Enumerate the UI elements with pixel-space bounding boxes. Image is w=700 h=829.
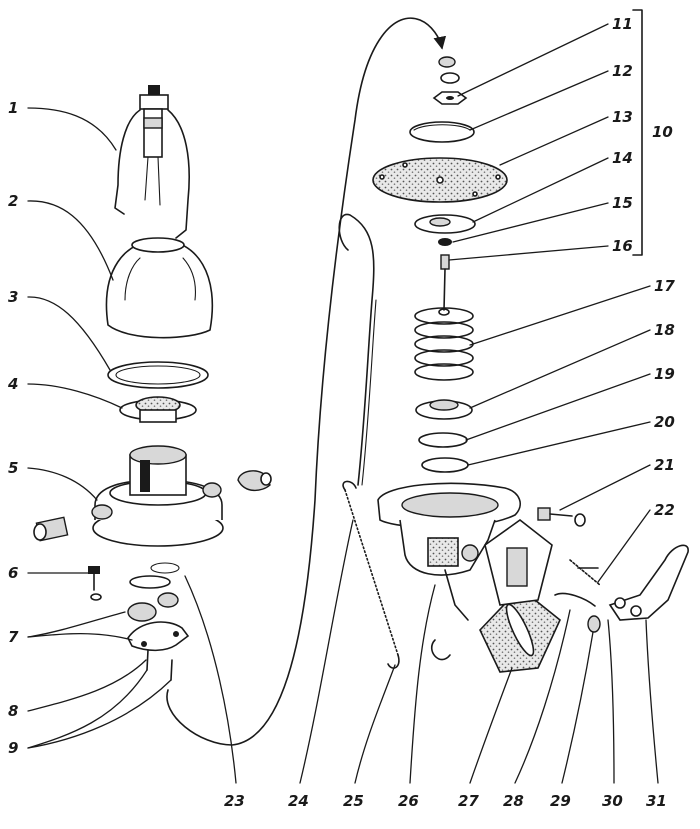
callout-25: 25 — [343, 792, 364, 810]
part-26-lower-body — [377, 482, 521, 661]
part-21-bolt — [537, 507, 586, 527]
callout-5: 5 — [8, 459, 18, 477]
callout-9: 9 — [8, 739, 18, 757]
part-12-upper-plate — [409, 121, 475, 143]
outlet-fitting — [237, 470, 272, 492]
part-3-gasket — [107, 361, 209, 389]
part-16-pull-rod — [438, 254, 450, 316]
part-18-spring-seat — [415, 399, 473, 420]
callout-10: 10 — [652, 123, 673, 141]
callout-6: 6 — [8, 564, 18, 582]
callout-4: 4 — [7, 375, 18, 393]
part-31-rocker-arm — [608, 544, 689, 621]
part-19-washer — [418, 432, 468, 448]
part-14-lower-plate — [414, 214, 476, 234]
callout-30: 30 — [602, 792, 623, 810]
part-20-seal — [421, 457, 469, 473]
leader-lines — [27, 23, 659, 784]
callout-2: 2 — [8, 192, 18, 210]
part-9-screws — [146, 649, 173, 681]
callout-1: 1 — [8, 99, 18, 117]
callout-13: 13 — [612, 108, 633, 126]
insulator-block — [484, 519, 553, 606]
part-24-rod — [338, 213, 377, 486]
callout-8: 8 — [8, 702, 18, 720]
group-10-bracket — [632, 9, 643, 256]
part-7-valves — [127, 562, 180, 622]
part-28-link — [554, 592, 596, 607]
part-4-filter — [119, 396, 197, 423]
callout-19: 19 — [654, 365, 675, 383]
callout-22: 22 — [654, 501, 675, 519]
callout-21: 21 — [654, 456, 675, 474]
assembly-arrow — [166, 17, 442, 746]
inlet-fitting — [33, 516, 69, 542]
callout-26: 26 — [398, 792, 419, 810]
callout-18: 18 — [654, 321, 675, 339]
part-5-upper-body — [91, 445, 224, 547]
callout-29: 29 — [550, 792, 571, 810]
part-1-stirrup — [114, 85, 190, 239]
part-29-pin — [587, 615, 601, 633]
part-17-spring — [414, 307, 474, 381]
callout-17: 17 — [654, 277, 675, 295]
part-22-rocker-spring — [569, 559, 601, 586]
callout-20: 20 — [654, 413, 675, 431]
part-2-glass-bowl — [105, 237, 214, 339]
part-8-plate — [127, 621, 190, 652]
callout-28: 28 — [503, 792, 524, 810]
part-6-screw — [88, 566, 102, 601]
callout-3: 3 — [8, 288, 18, 306]
callout-24: 24 — [288, 792, 309, 810]
part-11-nut — [432, 56, 468, 105]
callout-11: 11 — [612, 15, 633, 33]
part-25-tension-spring — [342, 480, 400, 669]
callout-12: 12 — [612, 62, 633, 80]
callout-31: 31 — [646, 792, 667, 810]
callout-labels: 1 2 3 4 5 6 7 8 9 10 11 12 13 14 15 16 1… — [7, 15, 675, 810]
callout-23: 23 — [224, 792, 245, 810]
callout-14: 14 — [612, 149, 633, 167]
callout-15: 15 — [612, 194, 633, 212]
callout-16: 16 — [612, 237, 633, 255]
callout-7: 7 — [8, 628, 19, 646]
callout-27: 27 — [458, 792, 479, 810]
part-15-washer — [438, 238, 452, 246]
part-13-diaphragm — [372, 157, 508, 203]
